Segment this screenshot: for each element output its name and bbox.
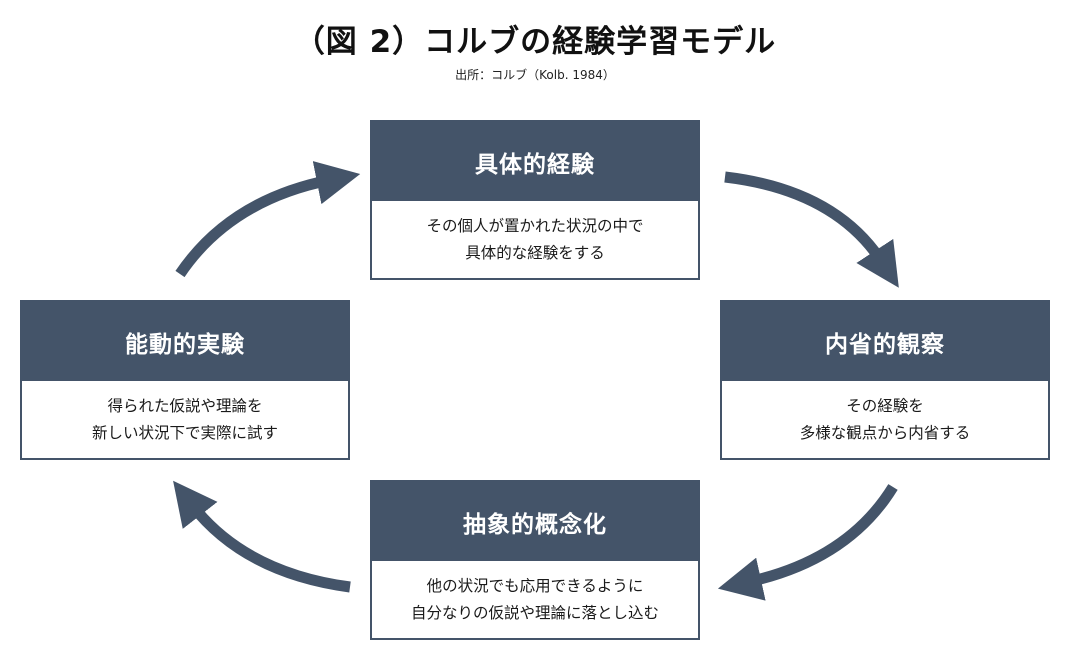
- stage-title: 具体的経験: [372, 122, 698, 201]
- stage-description-line: 多様な観点から内省する: [799, 423, 971, 442]
- stage-description-line: その経験を: [846, 396, 924, 415]
- stage-description: 得られた仮説や理論を 新しい状況下で実際に試す: [22, 381, 348, 458]
- stage-title: 内省的観察: [722, 302, 1048, 381]
- stage-title: 能動的実験: [22, 302, 348, 381]
- source-caption: 出所：コルブ（Kolb. 1984）: [455, 68, 615, 82]
- stage-abstract-conceptualization: 抽象的概念化 他の状況でも応用できるように 自分なりの仮説や理論に落とし込む: [370, 480, 700, 640]
- stage-description: 他の状況でも応用できるように 自分なりの仮説や理論に落とし込む: [372, 561, 698, 638]
- arrow-left-to-top: [175, 161, 361, 278]
- stage-description-line: 新しい状況下で実際に試す: [91, 423, 278, 442]
- stage-description-line: 自分なりの仮説や理論に落とし込む: [410, 603, 659, 622]
- arrow-right-to-bottom: [717, 484, 898, 601]
- stage-description-line: 他の状況でも応用できるように: [426, 576, 644, 595]
- arrow-top-to-right: [724, 171, 899, 288]
- stage-description-line: 得られた仮説や理論を: [107, 396, 263, 415]
- arrow-bottom-to-left: [173, 480, 351, 593]
- stage-concrete-experience: 具体的経験 その個人が置かれた状況の中で 具体的な経験をする: [370, 120, 700, 280]
- stage-title: 抽象的概念化: [372, 482, 698, 561]
- stage-active-experimentation: 能動的実験 得られた仮説や理論を 新しい状況下で実際に試す: [20, 300, 350, 460]
- stage-description: その個人が置かれた状況の中で 具体的な経験をする: [372, 201, 698, 278]
- stage-description: その経験を 多様な観点から内省する: [722, 381, 1048, 458]
- stage-description-line: その個人が置かれた状況の中で: [426, 216, 644, 235]
- stage-description-line: 具体的な経験をする: [465, 243, 605, 262]
- stage-reflective-observation: 内省的観察 その経験を 多様な観点から内省する: [720, 300, 1050, 460]
- diagram-title: （図 2）コルブの経験学習モデル: [293, 24, 777, 60]
